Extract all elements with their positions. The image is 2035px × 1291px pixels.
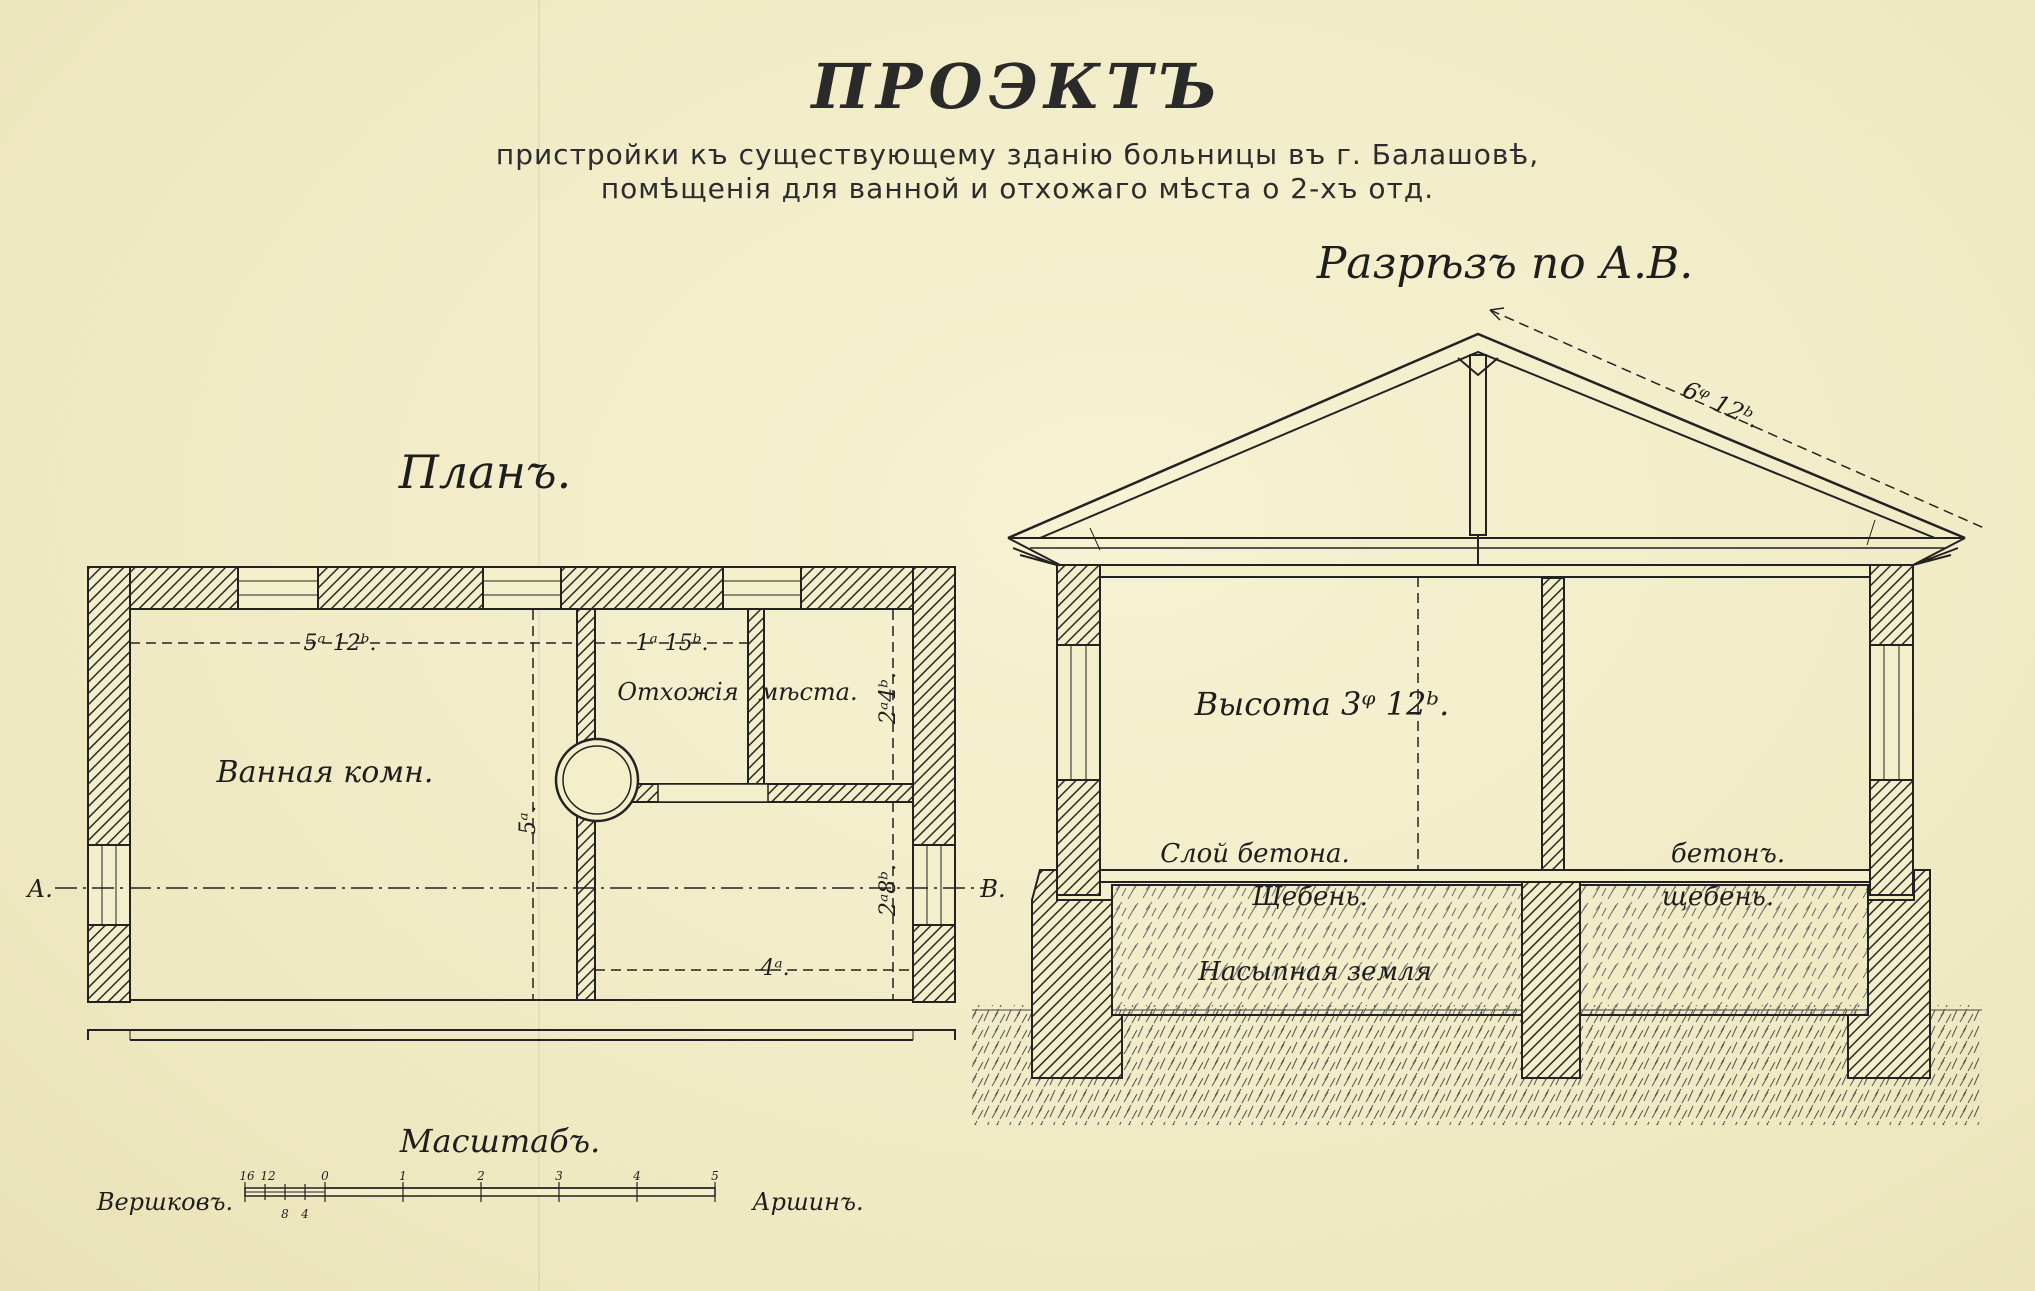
roof-outline xyxy=(1007,332,1966,540)
section-window-right xyxy=(1869,644,1914,781)
concrete-slab xyxy=(1099,869,1871,883)
scale-tick-8: 8 xyxy=(281,1207,289,1221)
dim-lower-width: 4ᵃ. xyxy=(759,956,789,981)
concrete-label: бетонъ. xyxy=(1671,839,1785,869)
scale-tick-12: 12 xyxy=(260,1169,275,1183)
plan-wall-left xyxy=(87,566,131,1003)
marker-b: В. xyxy=(979,875,1005,903)
gravel-left-label: Щебень. xyxy=(1251,882,1368,912)
plan-door-gap xyxy=(657,783,769,803)
foundation-left xyxy=(1031,869,1123,1079)
gravel-right-label: щебень. xyxy=(1662,882,1774,912)
scale-tick-4: 4 xyxy=(632,1169,641,1183)
foundation-center xyxy=(1521,879,1581,1079)
scale-bar: 16 12 0 1 2 3 4 5 8 4 xyxy=(239,1169,718,1221)
fill-earth-right xyxy=(1579,884,1869,1016)
scale-right-unit: Аршинъ. xyxy=(750,1188,863,1216)
cross-section: 6ᵠ 12ᵇ. Высота 3ᵠ 12ᵇ. Слой бетона. бето… xyxy=(972,307,1985,1125)
floor-plan: 5ᵃ 12ᵇ. 1ᵃ 15ᵇ. Отхожія мѣста. 2ᵃ4ᵇ. Ван… xyxy=(25,566,1006,1041)
scale-tick-5: 5 xyxy=(711,1169,719,1183)
paper-fold xyxy=(538,0,540,1291)
plan-heading: Планъ. xyxy=(398,445,571,499)
marker-a: А. xyxy=(25,875,53,903)
section-window-left xyxy=(1056,644,1101,781)
scale-tick-1: 1 xyxy=(399,1169,407,1183)
plan-window-3 xyxy=(722,566,802,610)
room-toilets-label-1: Отхожія xyxy=(617,678,738,706)
foundation-right xyxy=(1847,869,1931,1079)
plan-window-2 xyxy=(482,566,562,610)
section-heading: Разрѣзъ по А.В. xyxy=(1316,238,1694,289)
plan-window-right xyxy=(912,844,956,926)
dim-lower-depth: 2ᵃ8ᵇ. xyxy=(876,864,901,917)
dim-toilet-depth: 2ᵃ4ᵇ. xyxy=(876,672,901,725)
section-partition xyxy=(1541,577,1565,871)
scale-tick-16: 16 xyxy=(239,1169,255,1183)
concrete-layer-label: Слой бетона. xyxy=(1160,839,1350,869)
scale-tick-2: 2 xyxy=(476,1169,485,1183)
dim-bath-width: 5ᵃ 12ᵇ. xyxy=(303,631,376,656)
ground-surface xyxy=(972,1005,1982,1125)
dim-full-depth: 5ᵃ. xyxy=(516,805,541,834)
stove-circle xyxy=(554,737,640,823)
document-subtitle-line2: помѣщенія для ванной и отхожаго мѣста о … xyxy=(600,172,1435,205)
document-title: ПРОЭКТЪ xyxy=(811,50,1224,123)
dim-roof-slope: 6ᵠ 12ᵇ. xyxy=(1678,375,1764,434)
scale-tick-0: 0 xyxy=(321,1169,329,1183)
room-toilets-label-2: мѣста. xyxy=(758,678,857,706)
plan-window-1 xyxy=(237,566,319,610)
ceiling-beam xyxy=(1099,564,1871,578)
height-label: Высота 3ᵠ 12ᵇ. xyxy=(1194,685,1450,723)
plan-wall-right xyxy=(912,566,956,1003)
room-bath-label: Ванная комн. xyxy=(216,755,434,790)
king-post xyxy=(1469,354,1487,536)
scale-heading: Масштабъ. xyxy=(399,1122,601,1160)
fill-earth-label: Насыпная земля xyxy=(1197,957,1432,987)
dim-toilet-width: 1ᵃ 15ᵇ. xyxy=(635,631,708,656)
document-subtitle-line1: пристройки къ существующему зданію больн… xyxy=(495,138,1540,171)
scale-left-unit: Вершковъ. xyxy=(96,1188,233,1216)
scale-tick-3: 3 xyxy=(555,1169,563,1183)
scale-tick-4b: 4 xyxy=(300,1207,309,1221)
plan-window-left xyxy=(87,844,131,926)
